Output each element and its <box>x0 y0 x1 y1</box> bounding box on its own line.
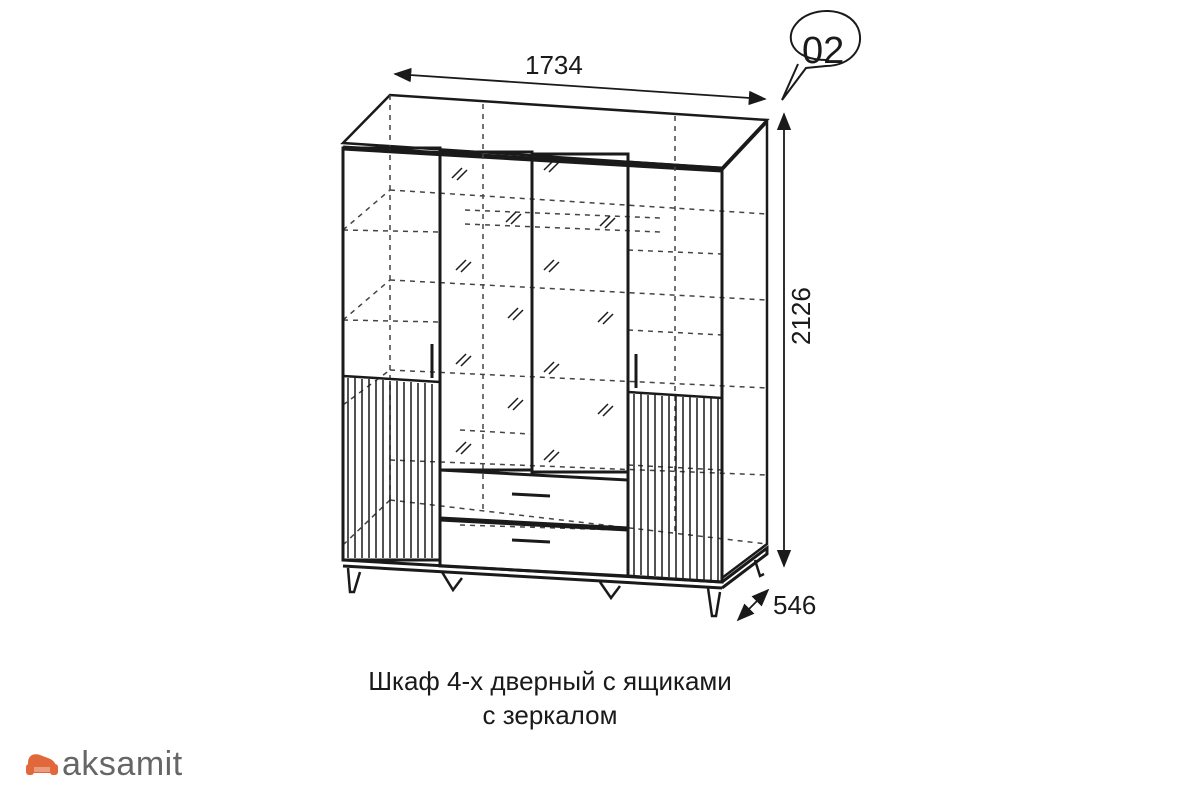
depth-dimension-label: 546 <box>773 590 817 620</box>
mirror-hatch-marks <box>451 159 616 463</box>
item-code-label: 02 <box>802 30 845 72</box>
brand-logo: aksamit <box>24 742 183 786</box>
right-door-fluted-panel <box>627 390 723 581</box>
caption-line-1: Шкаф 4-х дверный с ящиками <box>368 666 732 696</box>
height-dimension-label: 2126 <box>786 287 816 345</box>
drawer-lower-handle <box>511 538 551 544</box>
depth-dimension-line <box>736 588 770 622</box>
left-door <box>341 146 442 562</box>
product-caption: Шкаф 4-х дверный с ящиками с зеркалом <box>250 664 850 732</box>
drawer-upper-handle <box>511 492 551 498</box>
sofa-icon <box>26 754 58 775</box>
brand-name: aksamit <box>62 744 183 783</box>
width-dimension-label: 1734 <box>525 50 583 80</box>
legs <box>346 559 765 618</box>
width-dimension-line <box>393 67 767 106</box>
caption-line-2: с зеркалом <box>482 700 618 730</box>
plinth <box>342 544 769 590</box>
mirror-door-left <box>438 150 534 472</box>
item-code-bubble <box>781 10 861 101</box>
right-side-panel <box>721 118 769 579</box>
left-door-fluted-panel <box>342 374 441 558</box>
top-panel <box>340 93 770 170</box>
drawer-upper <box>438 468 630 530</box>
